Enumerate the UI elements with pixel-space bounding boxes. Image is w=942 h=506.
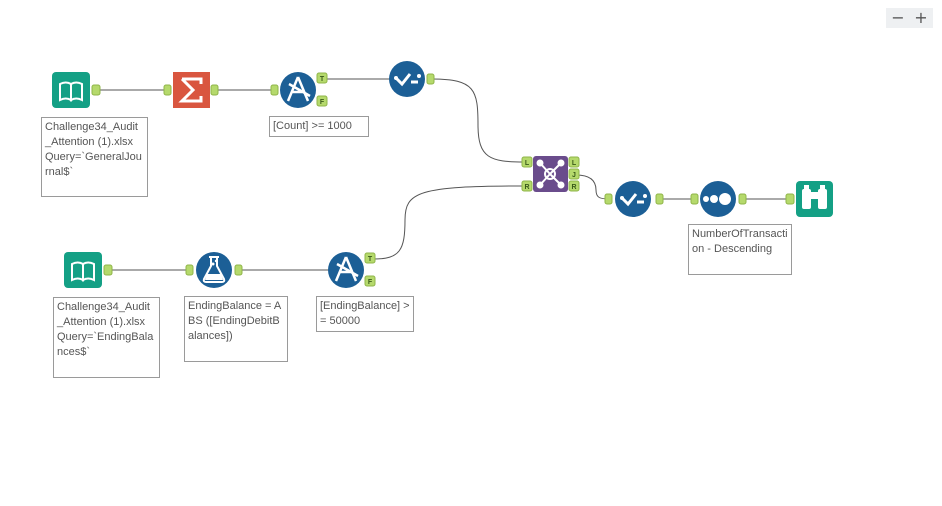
output-anchor[interactable] xyxy=(91,84,101,96)
output-anchor[interactable] xyxy=(210,84,219,96)
join-output-label: J xyxy=(572,172,576,179)
true-anchor[interactable] xyxy=(316,72,328,84)
input-anchor[interactable] xyxy=(185,264,194,276)
right-input-anchor[interactable] xyxy=(521,180,533,192)
input-data-tool-2[interactable] xyxy=(64,252,113,288)
connectors xyxy=(100,78,790,271)
annotation-filter1: [Count] >= 1000 xyxy=(269,116,369,137)
input-anchor[interactable] xyxy=(690,193,699,205)
filter-tool-2[interactable]: T F xyxy=(328,252,376,288)
output-anchor[interactable] xyxy=(738,193,747,205)
left-output-label: L xyxy=(572,160,577,167)
left-output-anchor[interactable] xyxy=(568,156,580,168)
zoom-out-button[interactable]: − xyxy=(886,8,910,28)
filter-tool-1[interactable]: T F xyxy=(270,72,328,108)
annotation-input2: Challenge34_Audit_Attention (1).xlsx Que… xyxy=(53,297,160,378)
input-anchor[interactable] xyxy=(163,84,172,96)
join-tool[interactable]: L R L J R xyxy=(521,156,580,192)
right-input-label: R xyxy=(524,184,529,191)
input-data-tool-1[interactable] xyxy=(52,72,101,108)
connector-join-select2[interactable] xyxy=(575,174,611,200)
right-output-label: R xyxy=(571,184,576,191)
input-anchor[interactable] xyxy=(270,84,279,96)
left-input-anchor[interactable] xyxy=(521,156,533,168)
annotation-formula: EndingBalance = ABS ([EndingDebitBalance… xyxy=(184,296,288,362)
select-tool-1[interactable] xyxy=(389,61,435,97)
false-anchor-label: F xyxy=(320,99,325,106)
false-anchor-label: F xyxy=(368,279,373,286)
input-anchor[interactable] xyxy=(604,193,613,205)
annotation-filter2: [EndingBalance] >= 50000 xyxy=(316,296,414,332)
output-anchor[interactable] xyxy=(103,264,113,276)
annotation-input1: Challenge34_Audit_Attention (1).xlsx Que… xyxy=(41,117,148,197)
output-anchor[interactable] xyxy=(655,193,664,205)
input-anchor[interactable] xyxy=(785,193,795,205)
browse-tool[interactable] xyxy=(785,181,833,217)
connector-filter2-join-right[interactable] xyxy=(373,185,525,260)
output-anchor[interactable] xyxy=(426,73,435,85)
select-tool-2[interactable] xyxy=(604,181,664,217)
right-output-anchor[interactable] xyxy=(568,180,580,192)
false-anchor[interactable] xyxy=(364,275,376,287)
connector-select1-join-left[interactable] xyxy=(431,78,525,163)
join-output-anchor[interactable] xyxy=(568,168,580,180)
formula-tool[interactable] xyxy=(185,252,243,288)
true-anchor-label: T xyxy=(320,76,325,83)
true-anchor[interactable] xyxy=(364,252,376,264)
true-anchor-label: T xyxy=(368,256,373,263)
annotation-sort: NumberOfTransaction - Descending xyxy=(688,224,792,275)
zoom-in-button[interactable]: + xyxy=(909,8,933,28)
output-anchor[interactable] xyxy=(234,264,243,276)
summarize-tool[interactable] xyxy=(163,72,219,108)
false-anchor[interactable] xyxy=(316,95,328,107)
left-input-label: L xyxy=(525,160,530,167)
sort-tool[interactable] xyxy=(690,181,747,217)
